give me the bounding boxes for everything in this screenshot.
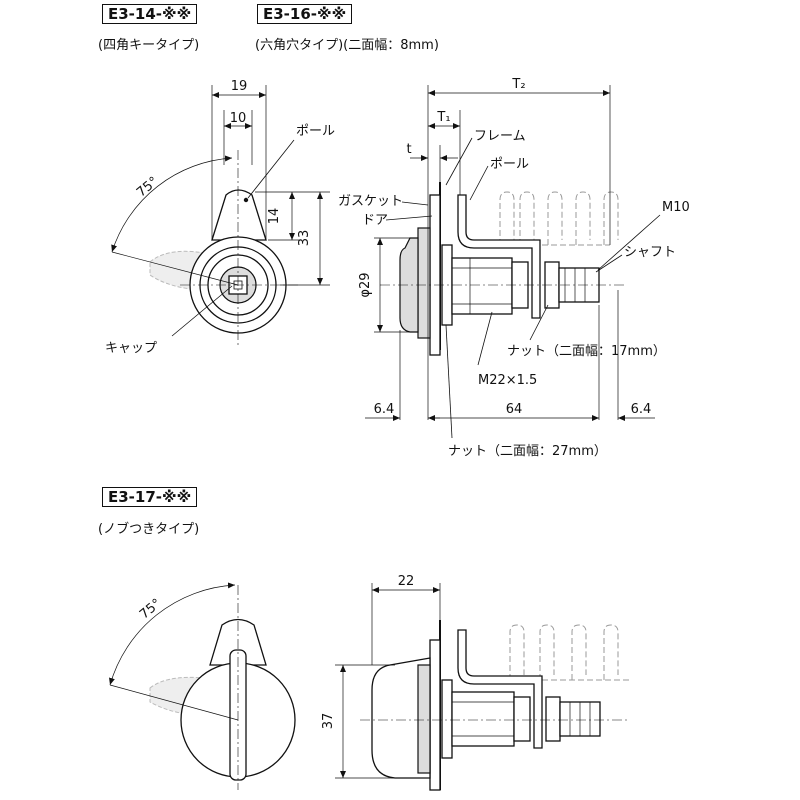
dim-64: 64 bbox=[506, 402, 523, 417]
e3-14-subtitle: (四角キータイプ) bbox=[98, 38, 200, 53]
label-frame: フレーム bbox=[474, 129, 526, 144]
dim-t: t bbox=[406, 142, 411, 157]
washer-bottom bbox=[513, 696, 531, 742]
label-m10: M10 bbox=[662, 200, 690, 215]
dim-14: 14 bbox=[267, 208, 282, 225]
threaded-body bbox=[451, 257, 513, 315]
label-pole-right: ポール bbox=[490, 157, 529, 172]
dim-phi29: φ29 bbox=[358, 272, 373, 297]
threaded-body-bottom bbox=[451, 691, 515, 747]
nut-bottom bbox=[545, 696, 561, 742]
dim-10: 10 bbox=[230, 111, 247, 126]
pole-arm-bottom bbox=[457, 629, 543, 749]
bottom-front-view: 75° bbox=[109, 582, 296, 790]
dim-t1: T₁ bbox=[436, 110, 450, 125]
dim-6-4-left: 6.4 bbox=[374, 402, 395, 417]
dim-t2: T₂ bbox=[511, 77, 525, 92]
e3-16-subtitle: (六角穴タイプ)(二面幅：8mm) bbox=[255, 38, 439, 53]
e3-16-code: E3-16-※※ bbox=[257, 4, 353, 24]
e3-17-code: E3-17-※※ bbox=[102, 487, 198, 507]
pole-arm bbox=[457, 194, 541, 319]
bottom-side-view: 22 37 bbox=[321, 574, 630, 791]
e3-17-subtitle: (ノブつきタイプ) bbox=[98, 522, 200, 537]
dim-33: 33 bbox=[297, 230, 312, 247]
top-side-view: T₂ T₁ t φ29 64 6.4 6.4 フレーム ポール ガスケット ドア… bbox=[338, 77, 690, 459]
label-cap: キャップ bbox=[105, 341, 157, 356]
hex-nut-bottom bbox=[441, 679, 453, 759]
label-gasket: ガスケット bbox=[338, 194, 403, 209]
label-door: ドア bbox=[362, 213, 388, 228]
door-plate-bottom bbox=[429, 639, 441, 791]
dim-22: 22 bbox=[398, 574, 415, 589]
label-m22: M22×1.5 bbox=[478, 373, 537, 388]
label-shaft: シャフト bbox=[624, 245, 676, 260]
dim-6-4-right: 6.4 bbox=[631, 402, 652, 417]
e3-14-code: E3-14-※※ bbox=[102, 4, 198, 24]
label-nut-17: ナット（二面幅：17mm） bbox=[507, 344, 666, 359]
label-pole-left: ポール bbox=[296, 124, 335, 139]
label-nut-27: ナット（二面幅：27mm） bbox=[448, 444, 607, 459]
angle-75-bottom: 75° bbox=[137, 596, 164, 622]
gasket-bottom bbox=[417, 664, 431, 774]
handle-top bbox=[211, 189, 267, 241]
dim-37: 37 bbox=[321, 713, 336, 730]
dim-19: 19 bbox=[231, 79, 248, 94]
angle-75-top: 75° bbox=[134, 174, 161, 200]
pole-dot-top bbox=[243, 197, 249, 203]
door-plate bbox=[429, 194, 441, 356]
top-front-view: 19 10 14 33 75° ポール キャップ bbox=[105, 79, 335, 356]
